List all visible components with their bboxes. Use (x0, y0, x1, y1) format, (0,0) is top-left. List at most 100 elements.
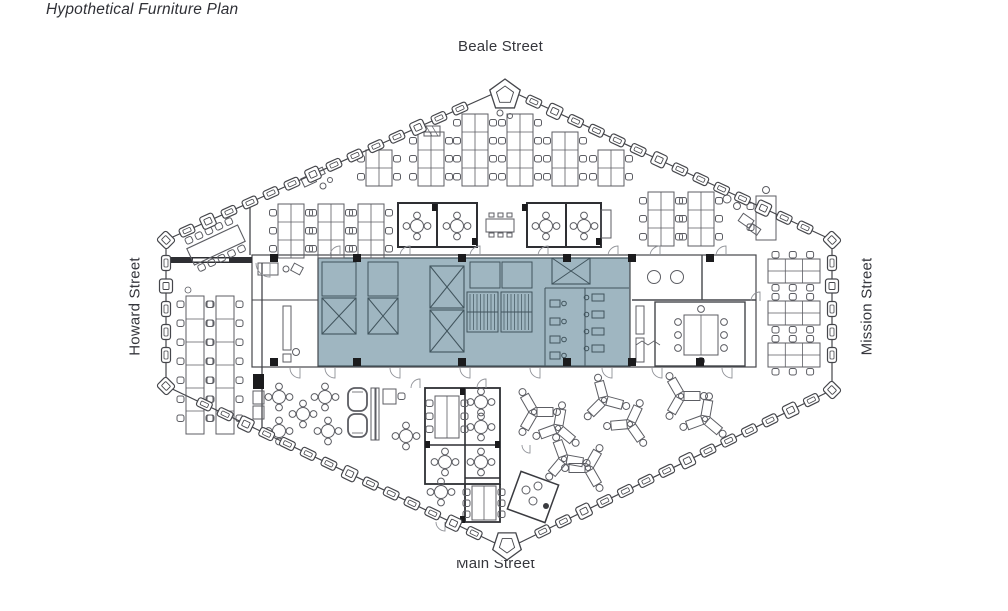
facade-panel-large (156, 376, 176, 396)
facade-panel-large (156, 230, 176, 250)
facade-panel (658, 463, 676, 478)
facade-panel (241, 195, 259, 210)
facade-panel-large (575, 502, 593, 520)
desk-cluster (269, 203, 313, 259)
facade-panel (465, 526, 483, 541)
facade-panel (361, 476, 379, 491)
round-table (430, 447, 460, 477)
training-table (176, 295, 214, 435)
facade-panel (796, 220, 814, 235)
facade-panel (325, 157, 343, 172)
facade-panel-large (340, 465, 359, 483)
facade-panel (692, 172, 710, 187)
pinwheel-desks (545, 433, 591, 481)
facade-panel (554, 514, 572, 529)
desk-cluster (543, 131, 587, 187)
round-table (313, 416, 343, 446)
cafe-tables (264, 382, 421, 451)
desk-cluster (409, 131, 453, 187)
facade-panel (178, 223, 196, 238)
facade-panel (734, 191, 751, 206)
stairs (466, 291, 533, 333)
facade-panel (451, 101, 469, 116)
vertex-bay-bottom (491, 532, 523, 561)
vertex-bay-top (489, 78, 521, 109)
desk-cluster (498, 113, 542, 187)
round-table (391, 421, 421, 451)
facade-panel (195, 397, 213, 412)
round-table (288, 399, 318, 429)
facade-panel (671, 162, 689, 177)
small-table (485, 212, 515, 238)
equipment (300, 166, 762, 236)
conference-table (425, 395, 469, 439)
desk-cluster (309, 203, 353, 259)
facade-panel (826, 346, 838, 364)
round-table (442, 211, 472, 241)
facade-panel (346, 148, 364, 163)
conference-table (462, 485, 506, 521)
facade-panel (637, 473, 655, 488)
facade-panel (160, 346, 172, 364)
core-highlight (317, 257, 631, 367)
huddle-room (506, 470, 560, 524)
bench-row (767, 251, 821, 292)
facade-panel-large (199, 212, 217, 230)
round-table (569, 211, 599, 241)
facade-panel (424, 506, 442, 521)
pinwheel-desks (532, 401, 580, 447)
pinwheel-desks (603, 399, 648, 447)
facade-panel (220, 204, 238, 219)
meeting-rooms-upper (397, 202, 612, 248)
core-interior (321, 261, 533, 297)
facade-panel-large (678, 452, 697, 470)
desk-cluster (679, 191, 723, 247)
facade-panel-large (781, 401, 800, 419)
facade-panel-large (158, 278, 174, 294)
facade-panel-large (444, 514, 463, 532)
street-label-main-clip: Main Street (456, 560, 535, 574)
desk-cluster (639, 191, 683, 247)
facade-panel (826, 323, 838, 341)
facade-panel (826, 300, 838, 318)
desk-cluster (453, 113, 497, 187)
facade-panel (775, 210, 793, 225)
pinwheel-desks (583, 373, 631, 421)
round-table (264, 382, 294, 412)
facade-panel (388, 129, 406, 144)
facade-panel (160, 323, 172, 341)
facade-panel (216, 407, 234, 422)
facade-panel (629, 143, 647, 158)
desk-cluster (349, 203, 393, 259)
facade-panel-large (237, 415, 255, 433)
meeting-rooms-lower (424, 387, 506, 523)
facade-panel (587, 123, 605, 138)
facade-panel (430, 110, 448, 125)
facade-panel (160, 254, 172, 272)
conference-room-left (184, 205, 251, 272)
facade-panel (596, 494, 614, 509)
round-table (466, 412, 496, 442)
facade-panel (367, 139, 385, 154)
facade-panel (299, 446, 317, 461)
offices-right (632, 255, 756, 367)
facade-panel (826, 254, 838, 272)
door-arcs (255, 245, 761, 532)
round-table (466, 387, 496, 417)
facade-panel (802, 393, 820, 408)
facade-panel (761, 413, 779, 428)
facade-panel-large (754, 199, 773, 217)
facade-panel (608, 133, 626, 148)
pinwheel-desks (518, 388, 561, 436)
facade-panel (616, 483, 634, 499)
facade-panel (382, 486, 400, 501)
round-table (402, 211, 432, 241)
lounge (347, 387, 406, 441)
desk-cluster (589, 149, 633, 187)
round-table (426, 477, 456, 507)
facade-panel-large (650, 151, 668, 169)
street-label-beale: Beale Street (458, 38, 543, 55)
team-clusters (518, 372, 727, 492)
bench-row (767, 335, 821, 376)
